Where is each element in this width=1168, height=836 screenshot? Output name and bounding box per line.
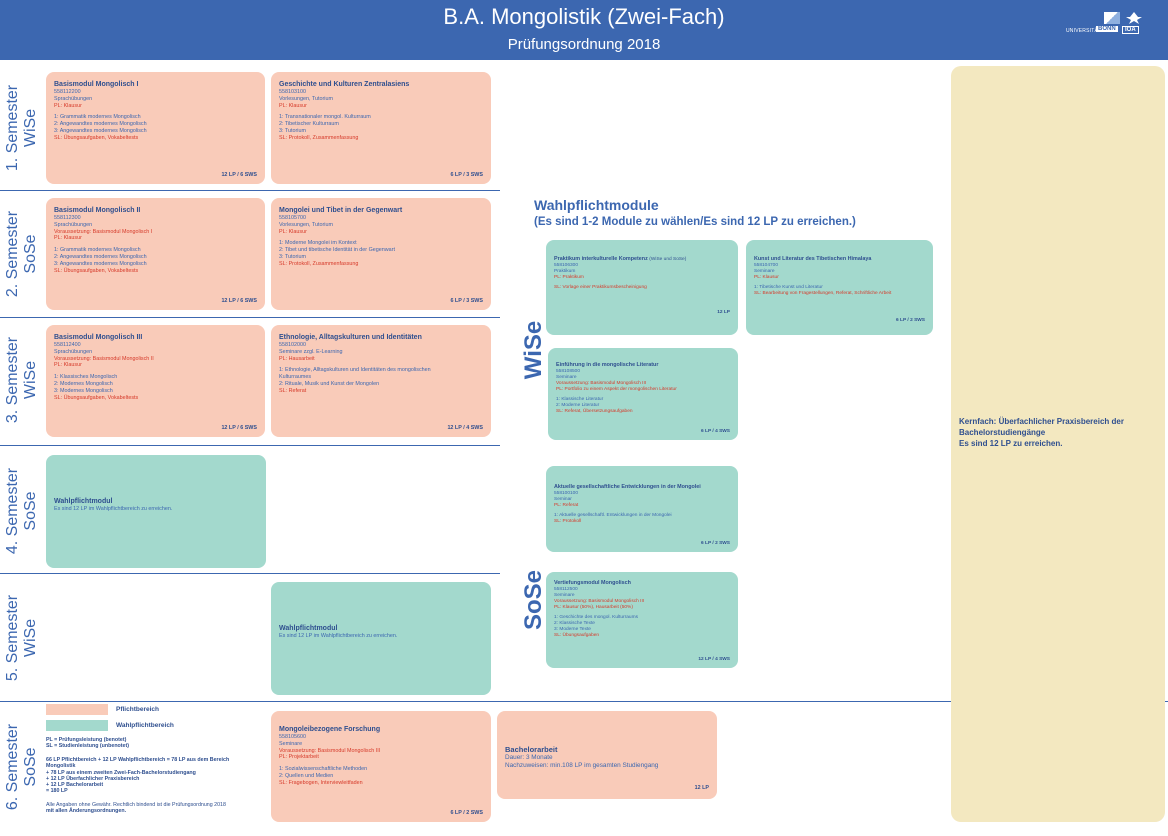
logo-mark-icon xyxy=(1104,12,1120,24)
legend-label-wahl: Wahlpflichtbereich xyxy=(116,722,174,729)
row-divider xyxy=(0,701,949,702)
credit-points: 6 LP / 2 SWS xyxy=(450,810,483,816)
module-vertiefungsmodul-mongolisch: Vertiefungsmodul Mongolisch 558112500 Se… xyxy=(546,572,738,668)
module-basismodul-mongolisch-1: Basismodul Mongolisch I 558112200 Sprach… xyxy=(46,72,265,184)
credit-points: 12 LP / 4 SWS xyxy=(698,657,730,662)
credit-points: 12 LP xyxy=(717,310,730,315)
module-bachelorarbeit: Bachelorarbeit Dauer: 3 Monate Nachzuwei… xyxy=(497,711,717,799)
legend-swatch-pflicht xyxy=(46,704,108,715)
kernfach-text: Kernfach: Überfachlicher Praxisbereich d… xyxy=(959,417,1124,448)
page-title: B.A. Mongolistik (Zwei-Fach) xyxy=(443,4,725,29)
module-wahlpflichtmodul-5: Wahlpflichtmodul Es sind 12 LP im Wahlpf… xyxy=(271,582,491,695)
header-bar: B.A. Mongolistik (Zwei-Fach) Prüfungsord… xyxy=(0,0,1168,60)
module-geschichte-kulturen-zentralasiens: Geschichte und Kulturen Zentralasiens 55… xyxy=(271,72,491,184)
page-subtitle: Prüfungsordnung 2018 xyxy=(507,36,661,53)
university-logo: UNIVERSITÄT BONN IOA xyxy=(1066,12,1158,50)
row-divider xyxy=(0,190,500,191)
credit-points: 12 LP / 6 SWS xyxy=(221,172,257,178)
module-wahlpflichtmodul-4: Wahlpflichtmodul Es sind 12 LP im Wahlpf… xyxy=(46,455,266,568)
legend-swatch-wahl xyxy=(46,720,108,731)
module-praktikum: Praktikum interkulturelle Kompetenz (WiS… xyxy=(546,240,738,335)
credit-points: 12 LP xyxy=(694,785,709,791)
wahlpflicht-heading: Wahlpflichtmodule (Es sind 1-2 Module zu… xyxy=(534,197,856,228)
module-aktuelle-entwicklungen: Aktuelle gesellschaftliche Entwicklungen… xyxy=(546,466,738,552)
module-mongolei-tibet-gegenwart: Mongolei und Tibet in der Gegenwart 5581… xyxy=(271,198,491,310)
credit-points: 12 LP / 6 SWS xyxy=(221,425,257,431)
row-divider xyxy=(0,317,500,318)
row-divider xyxy=(0,573,500,574)
credit-points: 12 LP / 6 SWS xyxy=(221,298,257,304)
module-mongoleibezogene-forschung: Mongoleibezogene Forschung 558105600 Sem… xyxy=(271,711,491,822)
credit-points: 12 LP / 4 SWS xyxy=(447,425,483,431)
module-basismodul-mongolisch-2: Basismodul Mongolisch II 558112300 Sprac… xyxy=(46,198,265,310)
legend-label-pflicht: Pflichtbereich xyxy=(116,706,159,713)
credit-points: 6 LP / 2 SWS xyxy=(701,541,730,546)
module-ethnologie-alltagskulturen: Ethnologie, Alltagskulturen und Identitä… xyxy=(271,325,491,437)
module-mongolische-literatur: Einführung in die mongolische Literatur … xyxy=(548,348,738,440)
credit-points: 6 LP / 3 SWS xyxy=(450,298,483,304)
credit-points: 6 LP / 4 SWS xyxy=(701,429,730,434)
credit-points: 6 LP / 2 SWS xyxy=(896,318,925,323)
row-divider xyxy=(0,445,500,446)
module-basismodul-mongolisch-3: Basismodul Mongolisch III 558112400 Spra… xyxy=(46,325,265,437)
module-kunst-literatur-tibet: Kunst und Literatur des Tibetischen Hima… xyxy=(746,240,933,335)
kernfach-panel: Kernfach: Überfachlicher Praxisbereich d… xyxy=(951,66,1165,822)
logo-figure-icon xyxy=(1126,12,1142,24)
credit-points: 6 LP / 3 SWS xyxy=(450,172,483,178)
